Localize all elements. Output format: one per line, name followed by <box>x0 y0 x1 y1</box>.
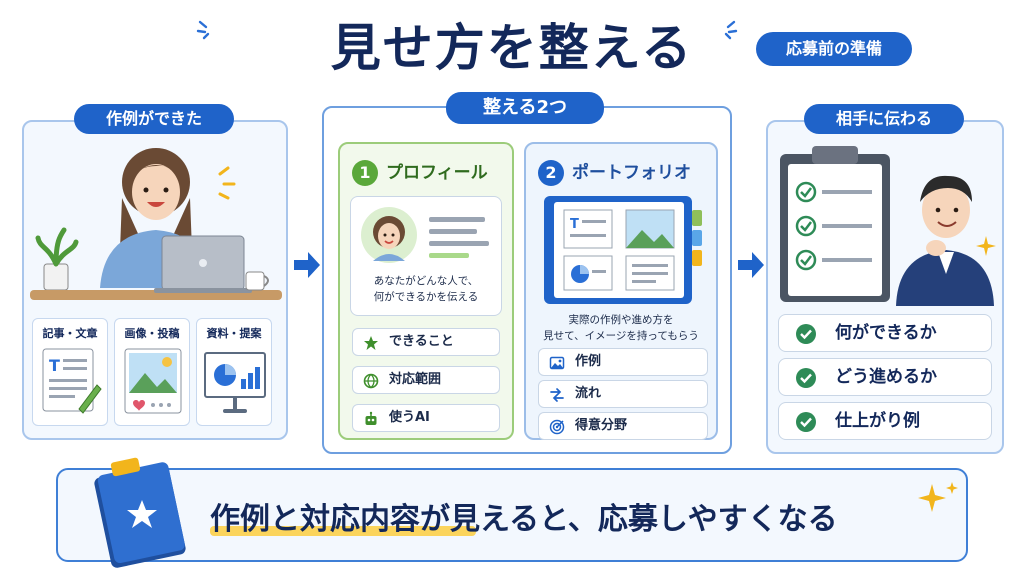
svg-text:T: T <box>49 356 60 375</box>
page-title: 見せ方を整える <box>330 19 694 77</box>
card-documents-label: 資料・提案 <box>206 327 262 340</box>
portfolio-caption: 実際の作例や進め方を 見せて、イメージを持ってもらう <box>526 312 716 344</box>
profile-avatar-icon <box>361 207 489 263</box>
check-circle-icon <box>796 412 816 432</box>
bottom-banner <box>56 468 968 562</box>
portfolio-item-flow-label: 流れ <box>575 386 602 401</box>
document-pen-icon: T <box>42 348 102 414</box>
profile-item-scope: 対応範囲 <box>352 366 500 394</box>
portfolio-title: ポートフォリオ <box>572 163 691 183</box>
card-articles: 記事・文章 T <box>32 318 108 426</box>
profile-caption: あなたがどんな人で、 何ができるかを伝える <box>351 273 501 305</box>
portfolio-caption-line2: 見せて、イメージを持ってもらう <box>543 330 699 342</box>
robot-icon <box>365 411 377 425</box>
check-circle-icon <box>796 324 816 344</box>
star-icon <box>364 336 378 350</box>
profile-title: プロフィール <box>386 163 488 183</box>
sparkle-lines-icon <box>724 20 738 40</box>
right-item-samples-label: 仕上がり例 <box>835 411 920 431</box>
sparkle-icon <box>918 482 958 512</box>
portfolio-item-specialty: 得意分野 <box>538 412 708 440</box>
portfolio-item-flow: 流れ <box>538 380 708 408</box>
step-number-1: 1 <box>352 160 378 186</box>
center-pill: 整える2つ <box>446 92 604 124</box>
right-item-what-label: 何ができるか <box>835 323 937 343</box>
profile-caption-line1: あなたがどんな人で、 <box>373 275 479 287</box>
profile-panel: 1 プロフィール あなたがどんな人で、 何ができるかを伝える できること 対応範囲 <box>338 142 514 440</box>
highlight-underline <box>210 526 476 536</box>
profile-caption-line2: 何ができるかを伝える <box>373 291 479 303</box>
profile-card: あなたがどんな人で、 何ができるかを伝える <box>350 196 502 316</box>
check-circle-icon <box>796 368 816 388</box>
portfolio-item-examples-label: 作例 <box>575 354 602 369</box>
image-post-icon <box>124 348 182 414</box>
profile-item-scope-label: 対応範囲 <box>389 372 442 387</box>
right-item-samples: 仕上がり例 <box>778 402 992 440</box>
image-icon <box>549 356 565 370</box>
target-icon <box>549 419 565 435</box>
person-laptop-illustration <box>30 148 282 300</box>
globe-icon <box>363 373 379 389</box>
card-images-label: 画像・投稿 <box>124 327 180 340</box>
flow-arrows-icon <box>550 388 564 402</box>
right-item-how: どう進めるか <box>778 358 992 396</box>
profile-heading: 1 プロフィール <box>352 158 488 186</box>
arrow-right-icon <box>294 252 320 278</box>
profile-item-ai-label: 使うAI <box>389 410 430 425</box>
notebook-star-icon <box>94 457 186 568</box>
preparation-tag: 応募前の準備 <box>756 32 912 66</box>
left-pill: 作例ができた <box>74 104 234 134</box>
profile-item-skills: できること <box>352 328 500 356</box>
profile-item-skills-label: できること <box>389 334 454 349</box>
portfolio-item-specialty-label: 得意分野 <box>575 418 628 433</box>
portfolio-heading: 2 ポートフォリオ <box>538 158 691 186</box>
portfolio-caption-line1: 実際の作例や進め方を <box>568 314 674 326</box>
presentation-chart-icon <box>204 352 266 413</box>
clipboard-person-illustration <box>780 146 996 306</box>
right-item-how-label: どう進めるか <box>835 367 937 387</box>
arrow-right-icon <box>738 252 764 278</box>
profile-item-ai: 使うAI <box>352 404 500 432</box>
step-number-2: 2 <box>538 160 564 186</box>
portfolio-item-examples: 作例 <box>538 348 708 376</box>
card-images: 画像・投稿 <box>114 318 190 426</box>
svg-text:T: T <box>570 217 579 232</box>
card-documents: 資料・提案 <box>196 318 272 426</box>
sparkle-lines-icon <box>196 20 210 40</box>
portfolio-binder-icon: T <box>544 196 702 304</box>
right-pill: 相手に伝わる <box>804 104 964 134</box>
portfolio-panel: 2 ポートフォリオ T 実際の作例や進め方を 見せて、イメージを持ってもらう 作例… <box>524 142 718 440</box>
card-articles-label: 記事・文章 <box>42 327 98 340</box>
bottom-message: 作例と対応内容が見えると、応募しやすくなる <box>210 502 838 537</box>
right-item-what: 何ができるか <box>778 314 992 352</box>
